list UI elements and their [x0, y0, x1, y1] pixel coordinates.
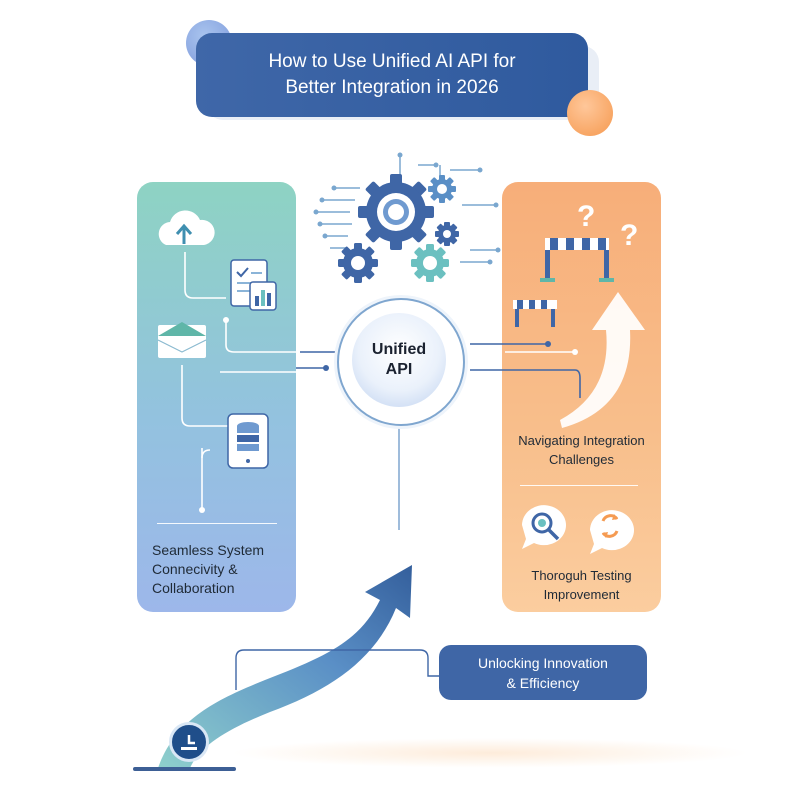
left-panel — [137, 182, 296, 612]
small-gear-icon — [338, 243, 378, 283]
question-mark-icon: ? ? — [577, 200, 638, 252]
mid-right-gear-icon — [435, 222, 459, 246]
right-caption-2-line-2: Improvement — [543, 587, 620, 602]
magnifier-bubble-icon — [522, 505, 566, 549]
right-panel-caption-challenges: Navigating Integration Challenges — [502, 431, 661, 469]
callout-line-1: Unlocking Innovation — [478, 654, 608, 671]
barrier-icon — [513, 238, 614, 327]
title-line-1: How to Use Unified AI API for — [268, 51, 516, 72]
left-caption-line-2: Connecivity & — [152, 561, 238, 577]
base-line — [133, 767, 236, 771]
hub-link-lines-left — [296, 351, 338, 369]
circuit-dots — [313, 152, 501, 265]
right-caption-1-line-1: Navigating Integration — [518, 433, 645, 448]
large-gear-icon — [358, 174, 434, 250]
envelope-icon — [157, 322, 207, 358]
refresh-bubble-icon — [590, 510, 634, 554]
connector-node — [199, 507, 205, 513]
connector-node — [223, 317, 229, 323]
left-panel-caption: Seamless System Connecivity & Collaborat… — [152, 541, 292, 598]
title-line-2: Better Integration in 2026 — [285, 77, 499, 98]
callout-connector — [235, 649, 440, 690]
svg-text:?: ? — [620, 219, 638, 252]
right-caption-1-line-2: Challenges — [548, 452, 615, 467]
documents-chart-icon — [230, 259, 277, 311]
hub-link-lines-right — [470, 343, 581, 398]
innovation-callout: Unlocking Innovation & Efficiency — [439, 645, 647, 700]
connector-node — [545, 341, 551, 347]
database-tablet-icon — [227, 413, 269, 469]
left-caption-line-3: Collaboration — [152, 580, 235, 596]
connector-node — [323, 365, 329, 371]
title-banner: How to Use Unified AI API for Better Int… — [196, 33, 588, 117]
base-glow — [230, 738, 750, 768]
connector-node — [572, 349, 578, 355]
growth-arrow-icon — [560, 292, 645, 428]
right-caption-2-line-1: Thoroguh Testing — [531, 568, 632, 583]
top-right-gear-icon — [428, 175, 456, 203]
left-caption-line-1: Seamless System — [152, 542, 265, 558]
cloud-upload-icon — [158, 210, 215, 245]
rising-arrow-icon — [158, 565, 412, 768]
teal-gear-icon — [411, 244, 449, 282]
decorative-orange-circle — [567, 90, 613, 136]
svg-text:?: ? — [577, 200, 595, 233]
unified-api-hub: Unified API — [352, 313, 446, 407]
right-panel-caption-testing: Thoroguh Testing Improvement — [502, 566, 661, 604]
left-panel-divider — [157, 523, 277, 524]
hub-label-line-1: Unified — [371, 341, 427, 358]
right-panel-divider — [520, 485, 638, 486]
clock-badge-icon — [169, 722, 209, 762]
hub-label-line-2: API — [385, 361, 413, 378]
left-connector-lines — [181, 252, 338, 510]
callout-line-2: & Efficiency — [506, 674, 580, 691]
